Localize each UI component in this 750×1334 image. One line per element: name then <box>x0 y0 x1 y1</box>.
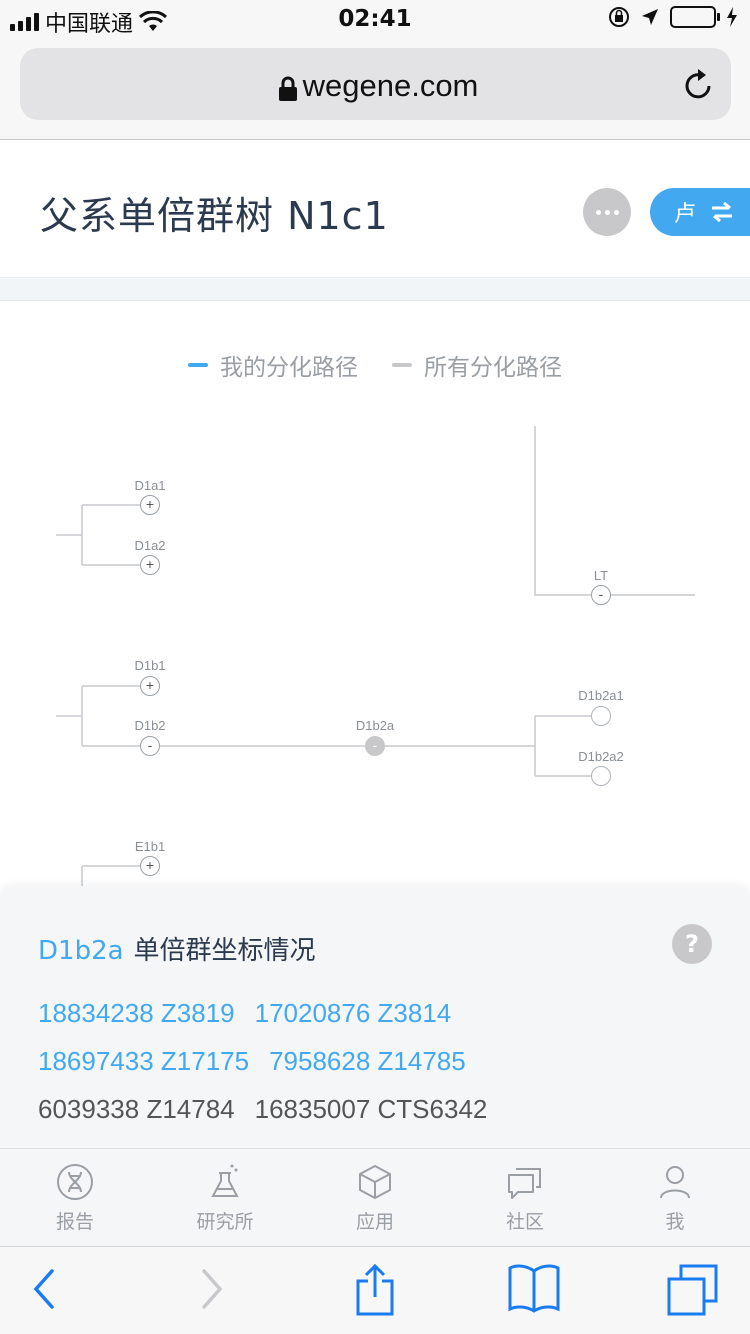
rotation-lock-icon <box>609 7 629 27</box>
browser-bottom-toolbar <box>0 1246 750 1334</box>
cube-icon <box>359 1165 391 1199</box>
url-text: wegene.com <box>302 68 479 103</box>
tree-label-e1b1: E1b1 <box>134 839 166 854</box>
address-bar[interactable]: wegene.com <box>20 48 731 120</box>
tab-me[interactable]: 我 <box>600 1149 750 1246</box>
tree-node-d1b2a1[interactable] <box>591 706 611 726</box>
flask-icon <box>211 1164 239 1197</box>
tree-label-d1b2a2: D1b2a2 <box>578 749 624 764</box>
tabs-icon[interactable] <box>666 1263 720 1317</box>
location-icon <box>642 9 658 25</box>
coordinates-title: D1b2a 单倍群坐标情况 <box>38 930 316 967</box>
coordinate-item[interactable]: 16835007 CTS6342 <box>254 1094 488 1124</box>
switch-person-label: 卢 <box>674 202 697 227</box>
tree-node-d1b2a[interactable]: - <box>365 736 385 756</box>
legend-all-paths-swatch <box>392 363 412 367</box>
battery-icon <box>670 6 720 28</box>
tree-node-d1b2[interactable]: - <box>140 736 160 756</box>
tab-report[interactable]: 报告 <box>0 1149 150 1246</box>
legend-all-paths-label: 所有分化路径 <box>424 355 562 381</box>
tree-label-d1a2: D1a2 <box>134 538 166 553</box>
lock-icon <box>279 76 297 101</box>
coordinate-item[interactable]: 6039338 Z14784 <box>38 1094 235 1124</box>
tree-label-d1b1: D1b1 <box>134 658 166 673</box>
legend: 我的分化路径 所有分化路径 <box>0 348 750 382</box>
person-icon <box>660 1166 690 1199</box>
back-icon[interactable] <box>30 1263 58 1313</box>
coordinate-row: 6039338 Z14784 16835007 CTS6342 <box>38 1094 487 1125</box>
reload-icon[interactable] <box>683 68 715 102</box>
chat-icon <box>508 1168 541 1199</box>
status-bar: 中国联通 02:41 <box>0 0 750 40</box>
coordinate-item[interactable]: 17020876 Z3814 <box>254 998 452 1028</box>
tab-institute-label: 研究所 <box>196 1211 254 1233</box>
tree-label-d1b2a1: D1b2a1 <box>578 688 624 703</box>
legend-my-path-label: 我的分化路径 <box>220 355 358 381</box>
tree-node-d1b1[interactable]: + <box>140 676 160 696</box>
tab-report-label: 报告 <box>55 1211 94 1233</box>
legend-my-path: 我的分化路径 <box>188 348 358 382</box>
tree-node-e1b1[interactable]: + <box>140 856 160 876</box>
tab-community[interactable]: 社区 <box>450 1149 600 1246</box>
forward-icon[interactable] <box>198 1263 226 1313</box>
tab-apps[interactable]: 应用 <box>300 1149 450 1246</box>
switch-person-button[interactable]: 卢 <box>650 188 750 236</box>
help-button[interactable]: ? <box>672 924 712 964</box>
tree-label-d1a1: D1a1 <box>134 478 166 493</box>
tab-institute[interactable]: 研究所 <box>150 1149 300 1246</box>
coordinates-title-text: 单倍群坐标情况 <box>133 936 316 966</box>
tree-node-d1a2[interactable]: + <box>140 555 160 575</box>
tree-node-d1b2a2[interactable] <box>591 766 611 786</box>
carrier-label: 中国联通 <box>45 12 134 37</box>
status-right <box>608 6 738 28</box>
tree-label-d1b2a: D1b2a <box>355 718 395 733</box>
legend-my-path-swatch <box>188 363 208 367</box>
divider-strip <box>0 279 750 301</box>
tab-apps-label: 应用 <box>355 1211 394 1233</box>
tab-community-label: 社区 <box>505 1211 544 1233</box>
charging-icon <box>727 7 737 27</box>
tree-label-lt: LT <box>593 568 609 583</box>
coordinate-item[interactable]: 7958628 Z14785 <box>269 1046 466 1076</box>
page-header: 父系单倍群树 N1c1 卢 <box>0 141 750 278</box>
coordinate-item[interactable]: 18697433 Z17175 <box>38 1046 250 1076</box>
bottom-tab-bar: 报告 研究所 应用 社区 我 <box>0 1148 750 1246</box>
status-left: 中国联通 <box>10 6 168 38</box>
dna-icon <box>57 1164 93 1200</box>
wifi-icon <box>139 11 168 31</box>
coordinate-item[interactable]: 18834238 Z3819 <box>38 998 235 1028</box>
selected-haplogroup: D1b2a <box>38 936 124 966</box>
more-button[interactable] <box>583 188 631 236</box>
tab-me-label: 我 <box>665 1211 685 1233</box>
coordinate-row: 18834238 Z3819 17020876 Z3814 <box>38 998 451 1029</box>
status-time: 02:41 <box>338 6 412 32</box>
legend-all-paths: 所有分化路径 <box>392 348 562 382</box>
tree-node-d1a1[interactable]: + <box>140 495 160 515</box>
signal-icon <box>10 13 39 31</box>
browser-toolbar: wegene.com <box>0 40 750 140</box>
tree-edges <box>56 426 695 890</box>
coordinates-panel: D1b2a 单倍群坐标情况 ? 18834238 Z3819 17020876 Z… <box>0 886 750 1148</box>
haplogroup-tree: D1a1 + D1a2 + LT - D1b1 + D1b2 - D1b2a -… <box>0 300 750 890</box>
page-title: 父系单倍群树 N1c1 <box>40 194 389 238</box>
tree-node-lt[interactable]: - <box>591 585 611 605</box>
share-icon[interactable] <box>352 1263 398 1317</box>
coordinate-row: 18697433 Z17175 7958628 Z14785 <box>38 1046 466 1077</box>
swap-icon <box>712 202 733 222</box>
tree-label-d1b2: D1b2 <box>134 718 166 733</box>
bookmarks-icon[interactable] <box>506 1263 562 1313</box>
